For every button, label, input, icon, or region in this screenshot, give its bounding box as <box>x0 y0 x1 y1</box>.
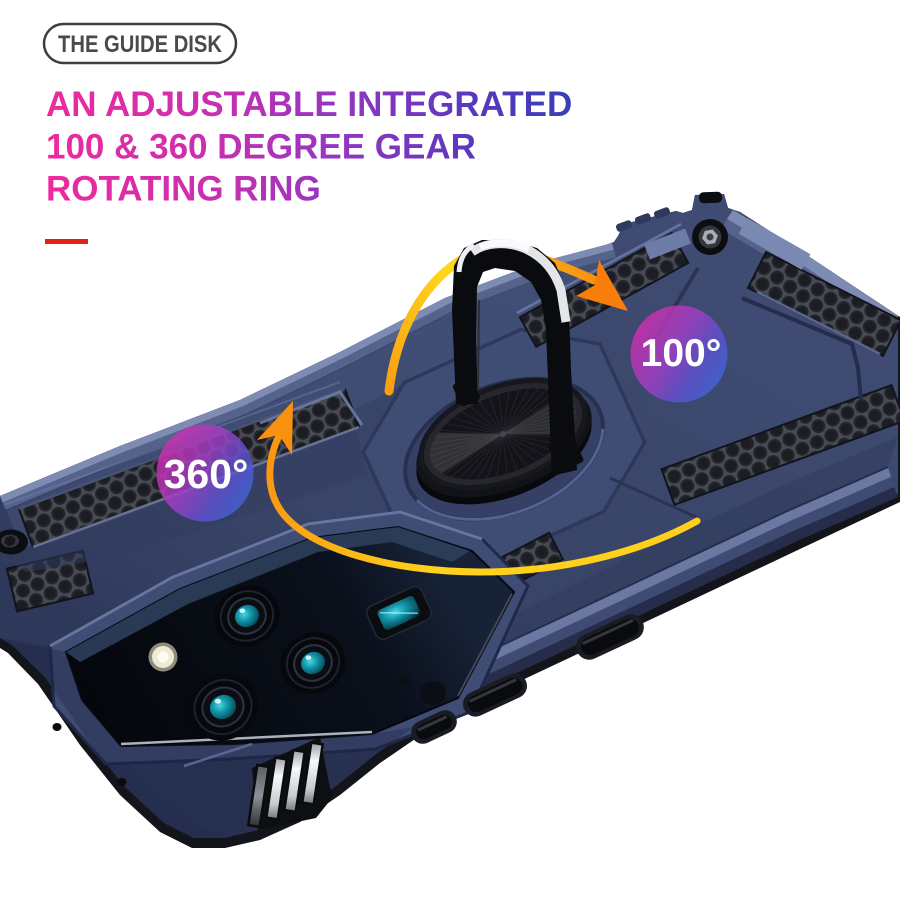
svg-text:100 & 360 DEGREE GEAR: 100 & 360 DEGREE GEAR <box>46 128 476 167</box>
svg-text:AN ADJUSTABLE INTEGRATED: AN ADJUSTABLE INTEGRATED <box>46 85 572 124</box>
svg-text:360°: 360° <box>164 451 249 497</box>
svg-text:ROTATING RING: ROTATING RING <box>46 170 321 209</box>
svg-text:THE GUIDE DISK: THE GUIDE DISK <box>58 31 223 58</box>
svg-text:100°: 100° <box>641 332 722 375</box>
